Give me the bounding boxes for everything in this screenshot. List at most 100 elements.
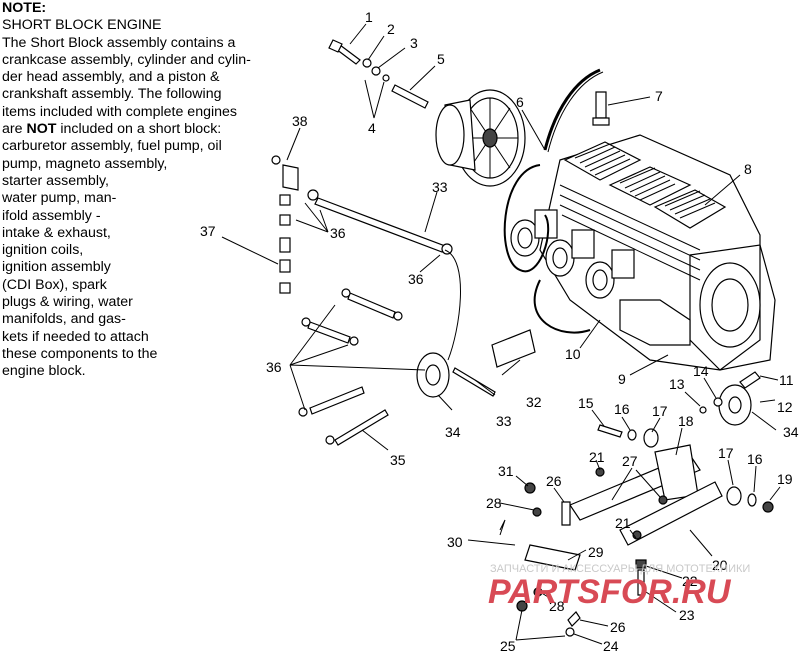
- callout-2: 2: [387, 21, 395, 37]
- washer-part-3: [371, 66, 381, 76]
- note-line-not-included: are NOT included on a short block:: [2, 121, 222, 138]
- callout-17-right: 17: [718, 445, 734, 461]
- bushing-part-17: [643, 428, 659, 448]
- washer-part-28b: [533, 587, 543, 597]
- bolt-part-26b: [567, 611, 581, 627]
- callout-23: 23: [679, 607, 695, 623]
- note-line: manifolds, and gas-: [2, 311, 126, 328]
- callout-24: 24: [603, 638, 619, 654]
- cylinder-head-1: [563, 141, 642, 181]
- note-line: pump, magneto assembly,: [2, 155, 168, 172]
- callout-30: 30: [447, 534, 463, 550]
- callout-34-left: 34: [445, 424, 461, 440]
- leader-lines: [221, 23, 781, 645]
- bolt-part-23: [637, 569, 645, 596]
- watermark-caption: ЗАПЧАСТИ И АКСЕССУАРЫ ДЛЯ МОТОТЕХНИКИ: [490, 563, 750, 575]
- bracket-part-29: [524, 544, 581, 571]
- callout-21b: 21: [615, 515, 631, 531]
- note-line: kets if needed to attach: [2, 328, 149, 345]
- callout-33-top: 33: [432, 179, 448, 195]
- washer-part-13: [699, 406, 707, 414]
- hose-part-33: [444, 249, 461, 361]
- washer-part-4: [382, 74, 390, 82]
- callout-36-b: 36: [408, 271, 424, 287]
- fuel-pump-part-38: [271, 155, 299, 191]
- clip-part-30: [499, 519, 506, 536]
- callout-13: 13: [669, 376, 685, 392]
- cylinder-head-2: [608, 166, 692, 206]
- bolt-part-1: [328, 39, 361, 65]
- callout-3: 3: [410, 35, 418, 51]
- callout-27: 27: [622, 453, 638, 469]
- note-line: ignition coils,: [2, 242, 84, 259]
- watermark-site: PARTSFOR.RU: [488, 573, 732, 611]
- callout-25: 25: [500, 638, 516, 654]
- callout-4: 4: [368, 120, 376, 136]
- callout-26b: 26: [610, 619, 626, 635]
- callout-20: 20: [712, 557, 728, 573]
- fitting-stack-part-37: [279, 194, 291, 294]
- note-line: der head assembly, and a piston &: [2, 69, 220, 86]
- callout-33-bottom: 33: [496, 413, 512, 429]
- nut-part-19: [762, 501, 774, 513]
- washer-part-14: [713, 397, 723, 407]
- note-line: SHORT BLOCK ENGINE: [2, 17, 162, 34]
- oil-pump-part-34-left: [416, 352, 450, 398]
- drive-clutch-pulley: [435, 89, 526, 187]
- note-text-block: NOTE: SHORT BLOCK ENGINE The Short Block…: [2, 0, 302, 381]
- callout-22: 22: [682, 573, 698, 589]
- pin-part-5: [391, 84, 429, 109]
- callout-31: 31: [498, 463, 514, 479]
- callout-36-c: 36: [266, 359, 282, 375]
- callout-7: 7: [655, 88, 663, 104]
- callout-26: 26: [546, 473, 562, 489]
- note-line: ignition assembly: [2, 259, 111, 276]
- note-line: plugs & wiring, water: [2, 294, 133, 311]
- note-line: intake & exhaust,: [2, 224, 111, 241]
- engine-block-illustration: [503, 68, 776, 371]
- callout-5: 5: [437, 51, 445, 67]
- callout-labels: 1 2 3 4 5 6 7 8 9 10 11 12 13 14 15 16 1…: [200, 9, 799, 654]
- callout-14: 14: [693, 363, 709, 379]
- washer-part-24: [565, 627, 575, 637]
- callout-18: 18: [678, 413, 694, 429]
- note-line: (CDI Box), spark: [2, 276, 107, 293]
- note-line: crankcase assembly, cylinder and cylin-: [2, 51, 251, 68]
- callout-1: 1: [365, 9, 373, 25]
- note-line: engine block.: [2, 363, 86, 380]
- fitting-part-11: [739, 371, 761, 389]
- engine-mount-plate-part-20: [619, 481, 723, 546]
- nut-part-21: [595, 467, 605, 477]
- callout-16-right: 16: [747, 451, 763, 467]
- callout-28: 28: [486, 495, 502, 511]
- cdi-box-part-32: [491, 329, 536, 368]
- callout-28b: 28: [549, 598, 565, 614]
- note-line: starter assembly,: [2, 172, 109, 189]
- shaft-part-36: [307, 189, 453, 255]
- bolt-part-33: [452, 367, 496, 397]
- callout-36-a: 36: [330, 225, 346, 241]
- note-heading: NOTE:: [2, 0, 47, 16]
- callout-38: 38: [292, 113, 308, 129]
- spark-plug-part-7: [592, 91, 610, 126]
- callout-37: 37: [200, 223, 216, 239]
- washer-part-16: [627, 429, 637, 441]
- watermark: ЗАПЧАСТИ И АКСЕССУАРЫ ДЛЯ МОТОТЕХНИКИ PA…: [488, 563, 750, 611]
- carburetor-assembly: [510, 209, 635, 299]
- callout-21: 21: [589, 449, 605, 465]
- bushing-part-17-right: [726, 486, 742, 506]
- callout-12: 12: [777, 399, 793, 415]
- note-line: items included with complete engines: [2, 103, 238, 120]
- callout-16: 16: [614, 401, 630, 417]
- callout-15: 15: [578, 395, 594, 411]
- callout-6: 6: [516, 94, 524, 110]
- washer-part-28: [532, 507, 542, 517]
- callout-29: 29: [588, 544, 604, 560]
- note-line: crankshaft assembly. The following: [2, 86, 222, 103]
- callout-10: 10: [565, 346, 581, 362]
- callout-35: 35: [390, 452, 406, 468]
- spacer-part-22: [635, 559, 647, 569]
- cylinder-head-3: [653, 189, 727, 229]
- note-line: The Short Block assembly contains a: [2, 34, 236, 51]
